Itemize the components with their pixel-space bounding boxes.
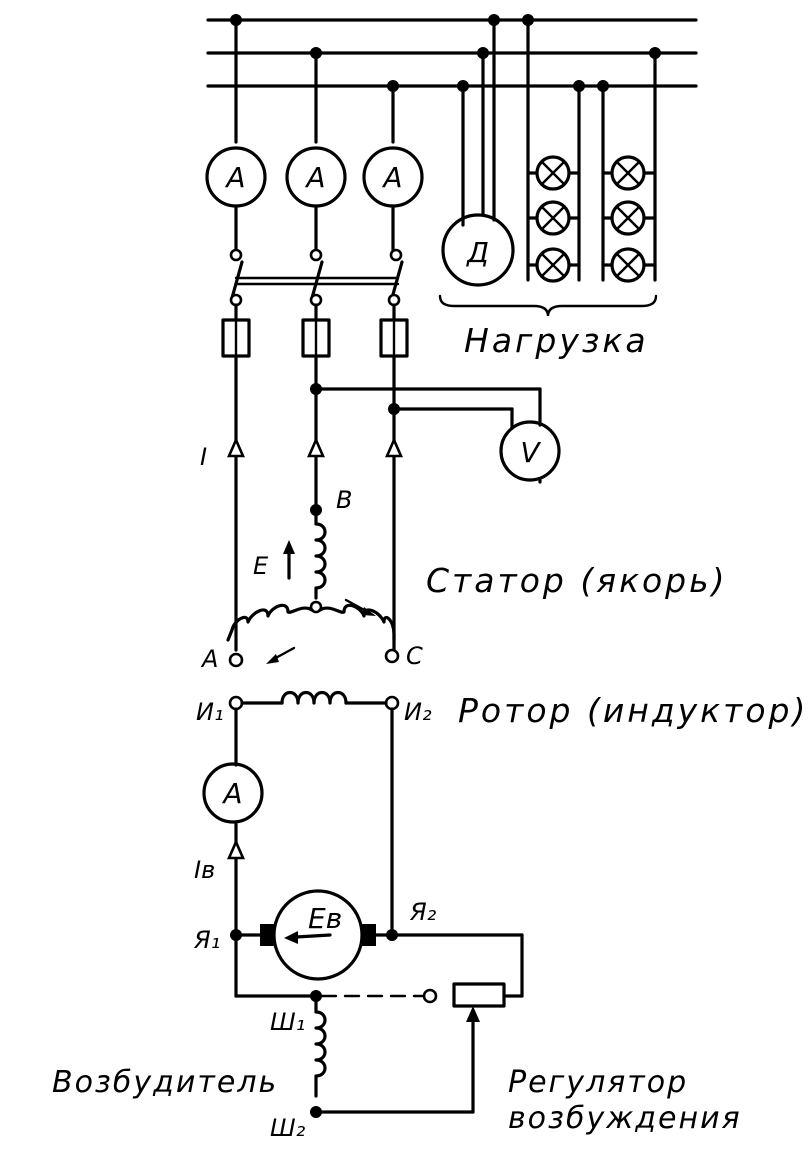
terminal-sh1: Ш₁ xyxy=(270,1008,305,1036)
lamp-icon xyxy=(535,247,571,283)
ammeter-phase-a: A xyxy=(205,146,267,208)
current-arrows xyxy=(227,436,403,458)
load-motor: Д xyxy=(441,14,515,287)
lamp-icon xyxy=(535,155,571,191)
terminal-b: B xyxy=(336,486,352,514)
motor xyxy=(441,213,515,287)
load-lamps-group-2 xyxy=(597,47,661,283)
regulator-circuit xyxy=(234,933,524,1114)
rotor-label: Ротор (индуктор) xyxy=(458,691,808,730)
lamp-icon xyxy=(610,200,646,236)
ammeter-b-symbol: A xyxy=(304,161,325,194)
terminal-sh2: Ш₂ xyxy=(270,1114,306,1142)
terminal-a: A xyxy=(200,645,218,673)
voltmeter-symbol: V xyxy=(520,436,541,469)
lamp-icon xyxy=(610,155,646,191)
voltmeter xyxy=(499,420,561,482)
lamp-icon xyxy=(535,200,571,236)
terminal-ya2: Я₂ xyxy=(409,898,437,926)
busbars xyxy=(206,18,698,88)
load-brace xyxy=(438,294,658,317)
ammeter-phase-c: A xyxy=(362,146,424,208)
load-lamps-group-1 xyxy=(522,14,585,283)
stator-winding: B E A C xyxy=(200,486,423,673)
emf-label: E xyxy=(253,552,269,580)
excitation-current-label: Iв xyxy=(194,856,215,884)
lamp-icon xyxy=(610,247,646,283)
regulator-label-line2: возбуждения xyxy=(508,1101,742,1136)
terminal-i1: И₁ xyxy=(196,698,224,726)
phase-feeders xyxy=(230,14,399,144)
three-pole-switch xyxy=(229,248,404,307)
shunt-winding: Ш₁ Ш₂ xyxy=(270,1000,475,1142)
terminal-c: C xyxy=(406,642,423,670)
regulator-label-line1: Регулятор xyxy=(508,1065,688,1100)
terminal-ya1: Я₁ xyxy=(193,926,220,954)
ammeter-c-symbol: A xyxy=(381,161,402,194)
brush-left xyxy=(260,924,274,946)
fuses xyxy=(221,303,409,358)
ammeter-excitation-symbol: A xyxy=(221,777,242,810)
voltmeter-branch: V xyxy=(310,383,561,484)
terminal-i2: И₂ xyxy=(404,698,432,726)
ammeter-excitation: A xyxy=(202,762,264,824)
exciter-emf: Eв xyxy=(308,902,342,935)
load-label: Нагрузка xyxy=(464,321,649,360)
exciter-machine: Eв Я₁ Я₂ xyxy=(193,889,524,981)
current-label: I xyxy=(200,443,207,471)
brush-right xyxy=(362,924,376,946)
motor-symbol: Д xyxy=(465,236,489,269)
rotor-winding: И₁ И₂ xyxy=(196,690,432,726)
exciter-label: Возбудитель xyxy=(52,1065,278,1100)
ammeter-phase-b: A xyxy=(285,146,347,208)
ammeter-a-symbol: A xyxy=(224,161,245,194)
rheostat xyxy=(452,982,506,1008)
stator-label: Статор (якорь) xyxy=(426,561,727,600)
